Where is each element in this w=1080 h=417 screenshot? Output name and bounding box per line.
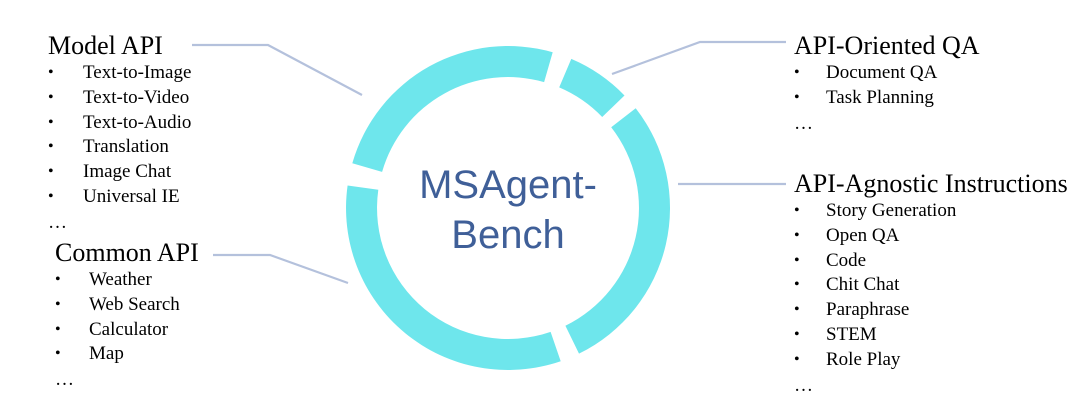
list-item: •Universal IE [48, 185, 180, 210]
group-api-agnostic-instructions: API-Agnostic Instructions •Story Generat… [794, 169, 1068, 397]
bullet-icon: • [55, 345, 61, 363]
bullet-icon: • [794, 251, 800, 269]
bullet-icon: • [48, 64, 54, 81]
list-item: •Story Generation [794, 199, 1068, 224]
group-title-model-api: Model API [48, 31, 163, 60]
more-ellipsis: … [48, 211, 68, 233]
group-common-api: Common API •Weather •Web Search •Calcula… [55, 238, 199, 391]
group-title-api-oriented-qa: API-Oriented QA [794, 31, 980, 60]
bullet-icon: • [48, 113, 54, 131]
bullet-icon: • [55, 320, 61, 338]
list-item: •Text-to-Image [48, 61, 191, 86]
bullet-icon: • [48, 163, 54, 181]
connector-model-api [192, 43, 363, 96]
connector-api-oriented-qa [611, 40, 786, 76]
list-item: •Map [55, 342, 199, 367]
list-item: •Text-to-Audio [48, 111, 191, 136]
bullet-icon: • [794, 88, 800, 106]
list-item: •Text-to-Video [48, 86, 189, 111]
group-api-oriented-qa: API-Oriented QA •Document QA •Task Plann… [794, 31, 980, 135]
bullet-icon: • [55, 271, 61, 288]
bullet-icon: • [55, 295, 61, 313]
ring-segment-common-api [346, 185, 561, 371]
list-item: •STEM [794, 323, 1068, 348]
list-item: •Role Play [794, 348, 1068, 373]
bullet-icon: • [794, 325, 800, 343]
list-item: •Document QA [794, 61, 980, 86]
bullet-icon: • [794, 276, 800, 294]
list-item: •Open QA [794, 224, 1068, 249]
group-model-api: Model API •Text-to-Image •Text-to-Video … [48, 31, 191, 234]
bullet-icon: • [794, 301, 800, 319]
ring-segment-api-oriented-qa [559, 58, 625, 117]
bullet-icon: • [794, 350, 800, 368]
more-ellipsis: … [55, 369, 75, 391]
center-label-line2: Bench [451, 213, 565, 257]
list-item: •Chit Chat [794, 273, 1068, 298]
list-item: •Calculator [55, 318, 199, 343]
bullet-icon: • [794, 226, 800, 244]
bullet-icon: • [48, 138, 54, 156]
list-item: •Task Planning [794, 86, 980, 111]
bullet-icon: • [794, 202, 800, 219]
bullet-icon: • [48, 88, 54, 106]
list-item: •Paraphrase [794, 298, 1068, 323]
connector-common-api [213, 253, 349, 285]
bullet-icon: • [48, 187, 54, 205]
list-item: •Web Search [55, 293, 199, 318]
list-item: •Translation [48, 135, 169, 160]
ring [346, 46, 671, 371]
center-label-line1: MSAgent- [419, 163, 597, 207]
ring-segment-api-agnostic [565, 108, 671, 354]
bullet-icon: • [794, 64, 800, 81]
list-item: •Weather [55, 268, 199, 293]
group-title-api-agnostic: API-Agnostic Instructions [794, 169, 1068, 198]
ring-segment-model-api [352, 46, 553, 172]
more-ellipsis: … [794, 374, 814, 396]
more-ellipsis: … [794, 112, 814, 134]
group-title-common-api: Common API [55, 238, 199, 267]
connectors [192, 40, 786, 285]
list-item: •Code [794, 249, 1068, 274]
list-item: •Image Chat [48, 160, 171, 185]
center-label: MSAgent- Bench [390, 160, 626, 260]
